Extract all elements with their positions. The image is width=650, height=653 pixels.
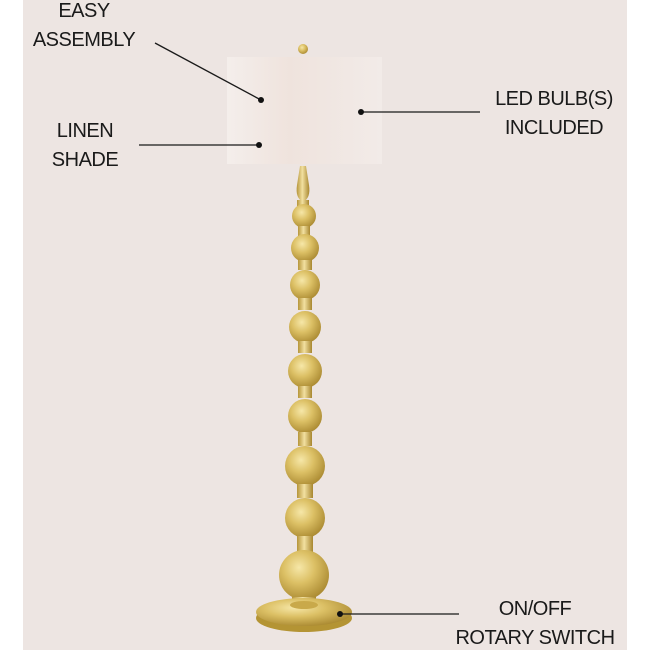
callout-easy-assembly: EASY ASSEMBLY [23,0,145,55]
callout-led-bulbs: LED BULB(S) INCLUDED [486,85,622,143]
callout-line: ON/OFF [498,598,572,620]
callout-linen-shade: LINEN SHADE [40,117,130,175]
callout-rotary-switch: ON/OFF ROTARY SWITCH [440,595,630,653]
callout-line: ASSEMBLY [32,29,136,51]
easy-assembly-leader [154,42,262,101]
lamp-base [256,598,352,632]
callout-line: INCLUDED [504,117,604,139]
callout-line: LINEN [56,120,114,142]
finial [298,44,308,54]
linen-shade [227,57,382,164]
callout-line: LED BULB(S) [495,88,613,110]
beaded-column [279,200,329,607]
lamp-neck [296,166,310,202]
callout-line: EASY [58,0,110,22]
callout-line: ROTARY SWITCH [455,627,615,649]
callout-line: SHADE [51,149,119,171]
